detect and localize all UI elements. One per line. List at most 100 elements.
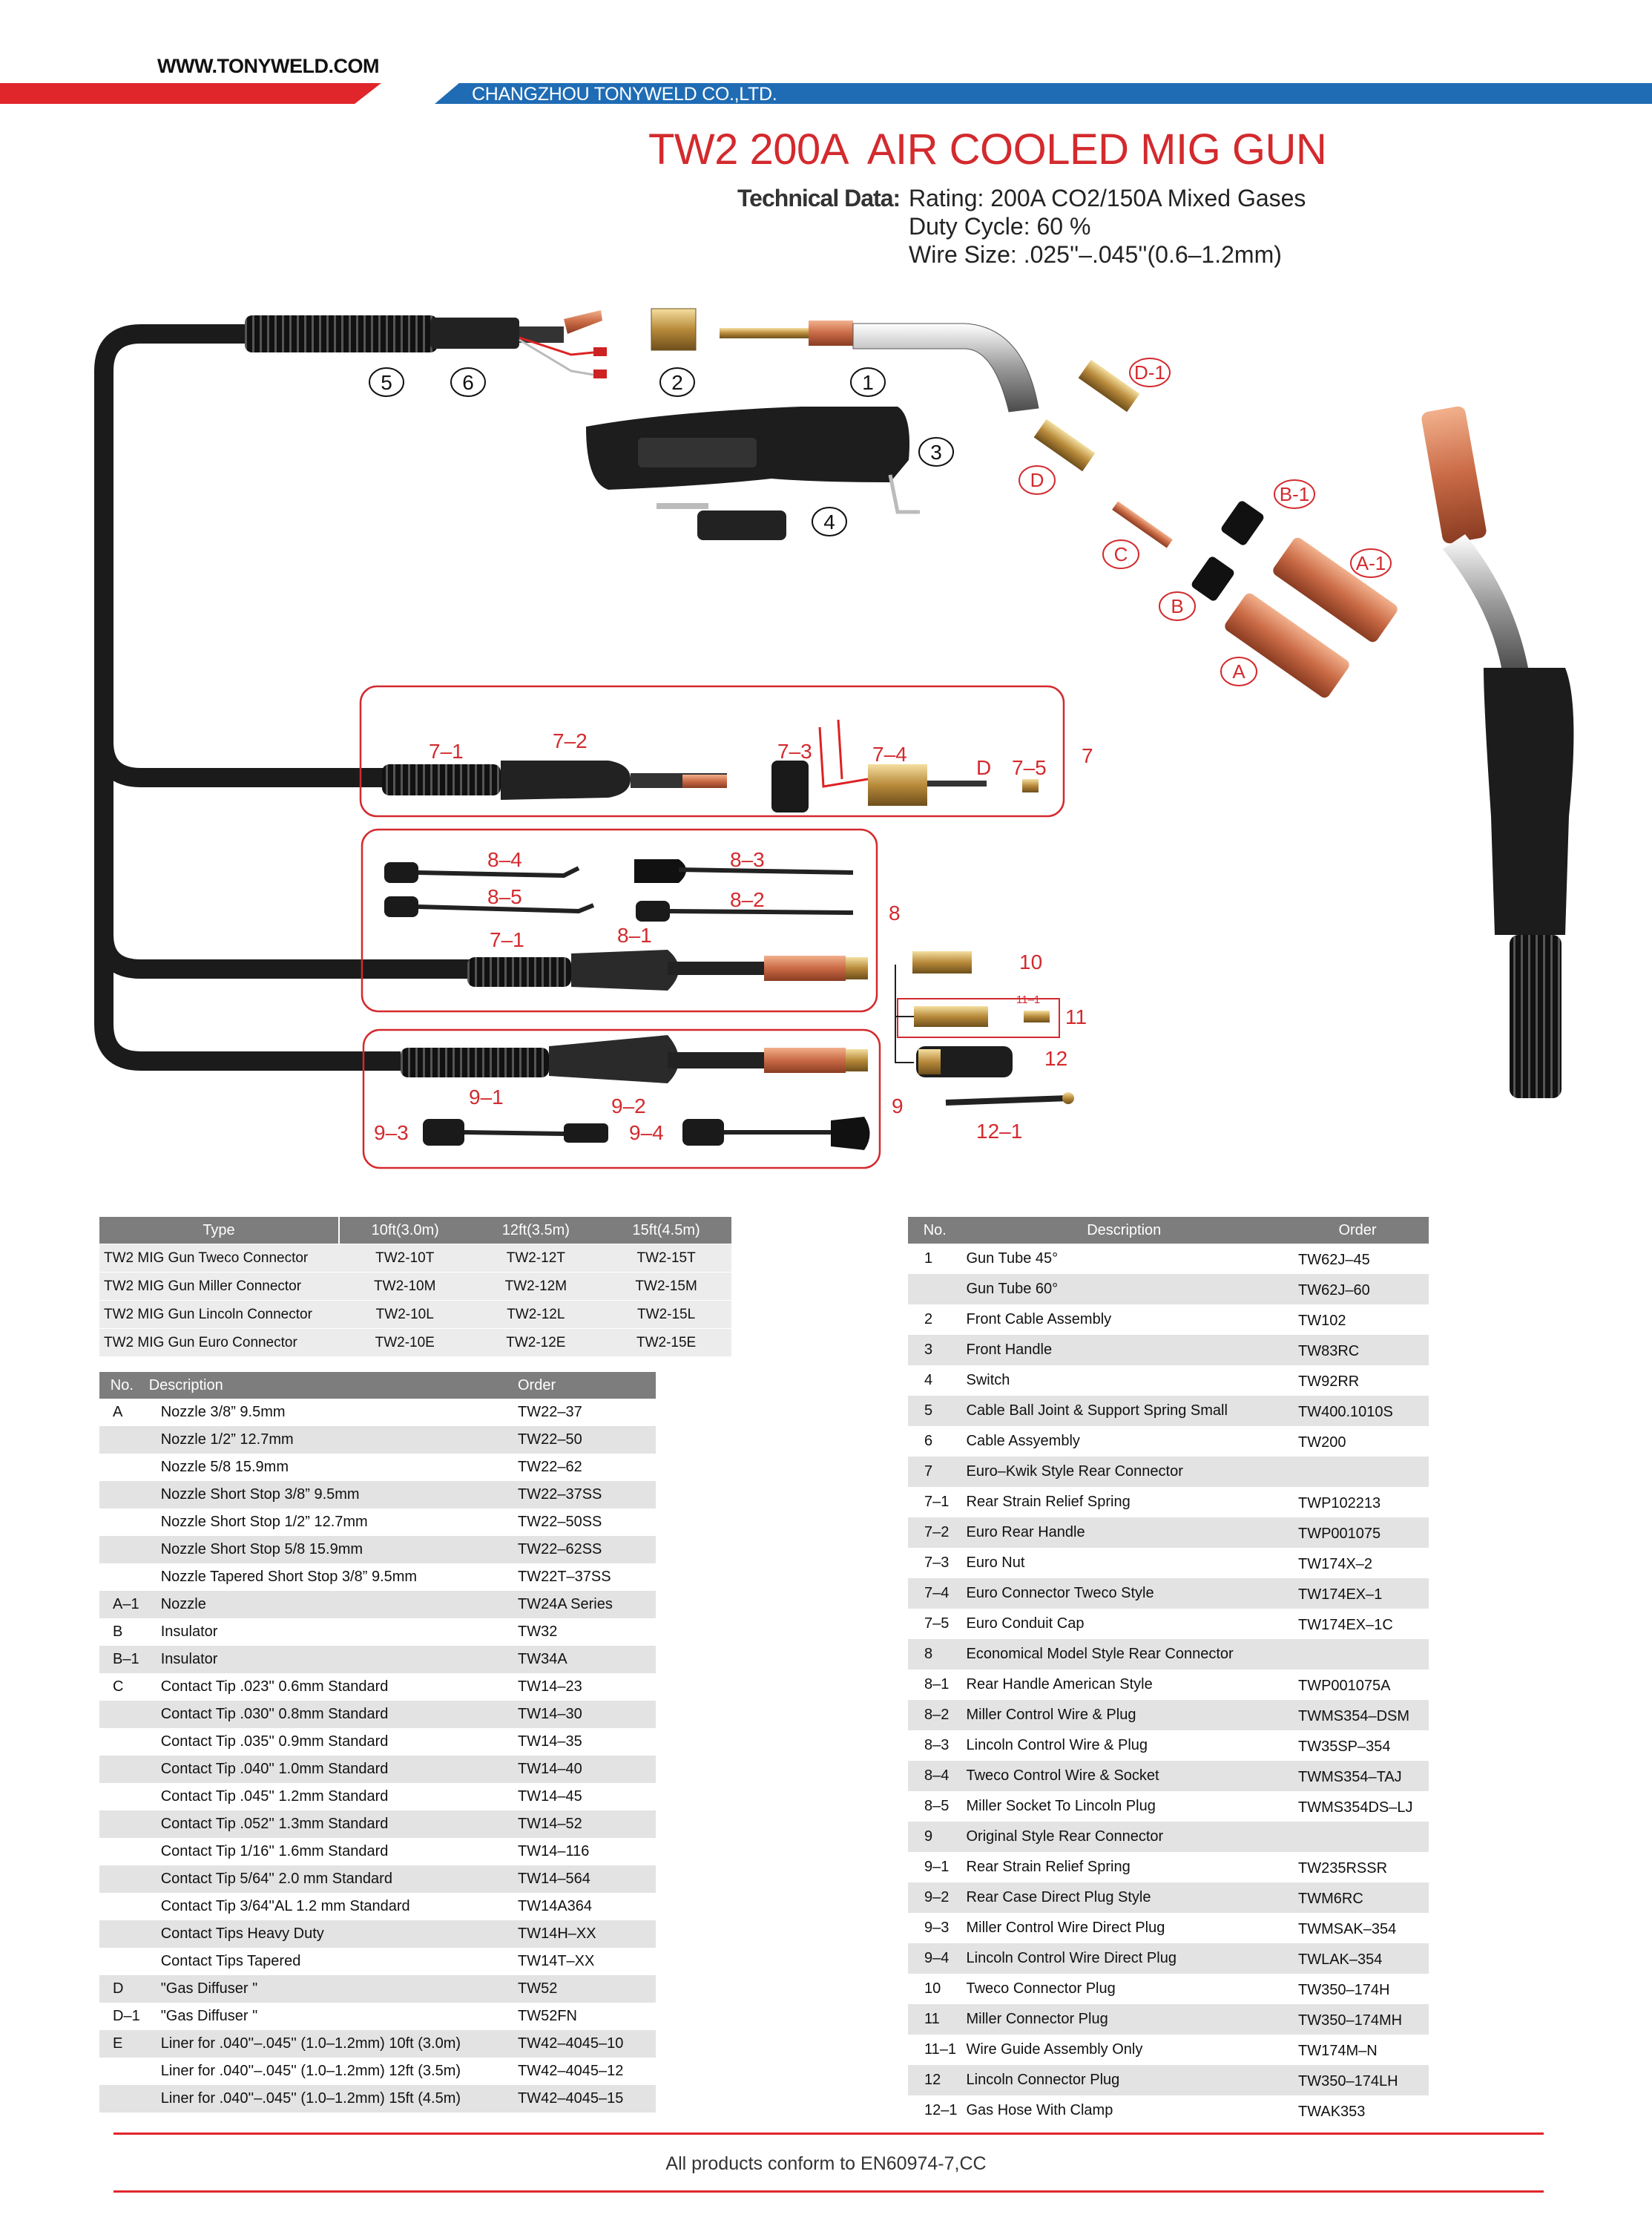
order-cell: TW14T–XX	[518, 1953, 595, 1969]
contact-tip-c	[1112, 501, 1173, 548]
label-11-1: 11–1	[1016, 994, 1040, 1006]
label-9: 9	[892, 1094, 904, 1117]
description-cell: Rear Strain Relief Spring	[966, 1494, 1131, 1510]
no-cell: 7–1	[924, 1494, 950, 1510]
no-cell: B–1	[99, 1646, 145, 1673]
callout-5: 5	[381, 371, 392, 394]
no-cell: 12–1	[924, 2102, 958, 2118]
description-cell: Front Handle	[961, 1335, 1286, 1365]
footer-text: All products conform to EN60974-7,CC	[665, 2153, 987, 2174]
parts-header-no: No.	[908, 1217, 962, 1244]
order-cell: TW14–30	[518, 1701, 656, 1728]
description-cell: Nozzle 3/8” 9.5mm	[160, 1404, 286, 1420]
order-cell: TW62J–60	[1286, 1274, 1429, 1304]
order-cell	[1286, 1822, 1429, 1852]
description-cell: Liner for .040''–.045'' (1.0–1.2mm) 15ft…	[144, 2085, 518, 2112]
no-cell: C	[113, 1678, 124, 1695]
gas-diffuser-d1	[1078, 359, 1140, 413]
order-cell: TW350–174H	[1298, 1982, 1390, 1998]
description-cell: Contact Tip .045'' 1.2mm Standard	[160, 1788, 389, 1805]
no-cell: 5	[908, 1396, 962, 1426]
no-cell: 9–4	[908, 1943, 962, 1974]
description-cell: Wire Guide Assembly Only	[966, 2041, 1143, 2058]
no-cell	[99, 1481, 145, 1508]
order-cell: TW14–45	[518, 1788, 582, 1805]
table-row: D"Gas Diffuser "TW52	[99, 1975, 656, 2003]
website-url[interactable]: WWW.TONYWELD.COM	[157, 55, 379, 77]
order-12ft-cell: TW2-12L	[470, 1300, 602, 1329]
order-cell: TW14–35	[518, 1733, 582, 1750]
order-cell: TW22–50	[518, 1426, 656, 1454]
table-row: Contact Tip .045'' 1.2mm Standard TW14–45	[99, 1783, 656, 1810]
order-cell: TW350–174MH	[1286, 2004, 1429, 2035]
no-cell: 8–2	[908, 1700, 962, 1730]
no-cell: 7–2	[908, 1517, 962, 1548]
description-cell: Euro Rear Handle	[961, 1517, 1286, 1548]
label-8-2: 8–2	[730, 888, 765, 911]
callout-c: C	[1114, 543, 1128, 565]
description-cell: Euro Connector Tweco Style	[961, 1578, 1286, 1609]
type-table: Type 10ft(3.0m) 12ft(3.5m) 15ft(4.5m) TW…	[99, 1217, 731, 1356]
order-cell: TW102	[1298, 1313, 1346, 1329]
order-10ft-cell: TW2-10L	[339, 1300, 471, 1329]
tweco-connector-plug-10	[912, 951, 972, 974]
callout-d1: D-1	[1134, 361, 1165, 384]
callout-1: 1	[862, 371, 874, 394]
order-cell: TW52	[518, 1975, 656, 2003]
order-cell: TW350–174LH	[1286, 2065, 1429, 2095]
no-cell: 8–3	[924, 1737, 950, 1753]
no-cell: 9	[908, 1822, 962, 1852]
no-cell: 4	[924, 1372, 933, 1388]
description-cell: Nozzle Short Stop 5/8 15.9mm	[144, 1536, 518, 1563]
order-cell: TW52FN	[518, 2008, 577, 2024]
order-10ft-cell: TW2-10M	[339, 1272, 471, 1301]
label-7-d: D	[976, 756, 991, 779]
label-12-1: 12–1	[976, 1120, 1022, 1143]
group-7-box	[359, 685, 1065, 818]
callout-a1: A-1	[1356, 552, 1386, 574]
order-cell: TW14A364	[518, 1898, 593, 1914]
front-cable-block-2	[651, 308, 697, 351]
no-cell	[99, 1893, 145, 1920]
no-cell: A–1	[99, 1591, 145, 1618]
description-cell: Gun Tube 45°	[966, 1250, 1059, 1267]
order-cell: TW174EX–1	[1286, 1578, 1429, 1609]
cable-spring-5	[245, 315, 438, 352]
order-cell: TWMS354–DSM	[1286, 1700, 1429, 1730]
description-cell: Miller Control Wire & Plug	[961, 1700, 1286, 1730]
order-cell: TW22–62SS	[518, 1536, 656, 1563]
order-cell: TW22–37SS	[518, 1481, 656, 1508]
type-cell: TW2 MIG Gun Euro Connector	[99, 1328, 339, 1356]
type-header-12ft: 12ft(3.5m)	[470, 1217, 602, 1244]
order-cell: TW34A	[518, 1646, 656, 1673]
description-cell: Euro Conduit Cap	[966, 1615, 1085, 1632]
tech-rating: Rating: 200A CO2/150A Mixed Gases	[909, 185, 1306, 211]
description-cell: Switch	[966, 1372, 1010, 1388]
no-cell: 7–3	[924, 1554, 950, 1571]
no-cell: 11–1	[924, 2041, 957, 2058]
consumables-header-order: Order	[518, 1372, 656, 1399]
type-cell: TW2 MIG Gun Miller Connector	[99, 1272, 339, 1301]
label-8-7-1: 7–1	[490, 928, 524, 951]
description-cell: Lincoln Connector Plug	[961, 2065, 1286, 2095]
no-cell: 9–2	[908, 1882, 962, 1913]
label-7: 7	[1082, 744, 1093, 767]
no-cell	[99, 2058, 145, 2085]
gas-hose-12-1	[945, 1095, 1069, 1106]
gun-tube-1	[852, 323, 1039, 413]
